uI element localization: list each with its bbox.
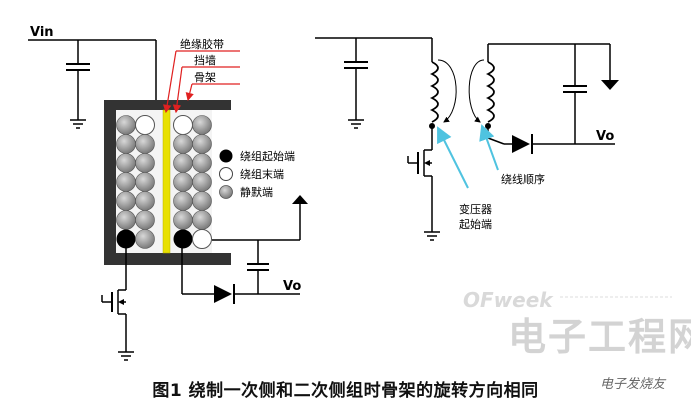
primary-mosfet: [101, 289, 126, 315]
callout-bobbin: 骨架: [194, 71, 216, 84]
winding-order-label: 绕线顺序: [501, 172, 545, 186]
winding-ball: [192, 115, 212, 135]
vo-label-left: Vo: [283, 279, 301, 294]
legend-marker-silent: [219, 185, 233, 199]
vin-label: Vin: [30, 25, 54, 40]
winding-ball: [192, 172, 212, 192]
winding-ball: [116, 115, 136, 135]
callout-retaining-wall: 挡墙: [194, 53, 216, 67]
secondary-winding-balls: [173, 115, 212, 249]
winding-ball: [192, 153, 212, 173]
primary-winding-balls: [116, 115, 155, 249]
winding-ball: [135, 134, 155, 154]
transformer-start-arrow: [437, 126, 469, 189]
cyan-pointers: [437, 124, 499, 189]
winding-ball: [173, 115, 193, 135]
output-diode-right: [512, 134, 533, 154]
ground-arrow-icon: [292, 195, 308, 204]
primary-coil: [429, 59, 457, 150]
input-capacitor-right: [344, 38, 368, 129]
legend: 绕组起始端 绕组末端 静默端: [219, 149, 295, 199]
winding-ball: [135, 153, 155, 173]
output-capacitor: [247, 240, 269, 294]
callout-insulation-tape: 绝缘胶带: [180, 37, 224, 51]
winding-ball: [116, 172, 136, 192]
transformer-start-label-line2: 起始端: [459, 217, 492, 231]
winding-ball: [116, 153, 136, 173]
watermark: OFweek 电子工程网: [463, 288, 691, 359]
right-circuit: Vo 绕线顺序 变压器 起始端: [315, 37, 619, 241]
winding-order-arrow: [479, 124, 499, 171]
winding-ball: [135, 191, 155, 211]
winding-ball: [192, 210, 212, 230]
legend-marker-start: [219, 149, 233, 163]
ground-arrow-icon-right: [601, 80, 619, 90]
winding-ball: [135, 172, 155, 192]
ground-symbol-primary: [118, 351, 134, 361]
watermark-small: 电子发烧友: [600, 377, 667, 392]
left-circuit: Vin: [28, 25, 308, 361]
winding-ball: [192, 134, 212, 154]
winding-ball: [135, 229, 155, 249]
winding-ball: [116, 134, 136, 154]
winding-ball: [116, 229, 136, 249]
winding-ball: [173, 191, 193, 211]
winding-ball: [116, 191, 136, 211]
winding-ball: [135, 210, 155, 230]
primary-mosfet-right: [407, 149, 440, 241]
watermark-small-text: 电子发烧友: [600, 377, 667, 392]
output-capacitor-right: [563, 44, 587, 144]
insulation-tape: [162, 109, 171, 254]
winding-ball: [173, 229, 193, 249]
winding-ball: [192, 191, 212, 211]
winding-ball: [173, 134, 193, 154]
secondary-coil: [468, 43, 575, 145]
input-capacitor: [66, 40, 90, 129]
legend-label-start: 绕组起始端: [240, 149, 295, 163]
watermark-site: 电子工程网: [508, 315, 691, 359]
watermark-brand: OFweek: [463, 288, 554, 312]
transformer-start-label-line1: 变压器: [459, 202, 492, 216]
vo-label-right: Vo: [596, 129, 614, 144]
output-diode: [214, 284, 235, 304]
winding-ball: [192, 229, 212, 249]
winding-ball: [173, 172, 193, 192]
callouts: 绝缘胶带 挡墙 骨架: [163, 37, 240, 114]
winding-ball: [173, 210, 193, 230]
winding-ball: [116, 210, 136, 230]
ground-symbol: [70, 119, 86, 129]
winding-ball: [135, 115, 155, 135]
figure-caption: 图1 绕制一次侧和二次侧组时骨架的旋转方向相同: [152, 381, 539, 401]
legend-marker-end: [219, 167, 233, 181]
winding-ball: [173, 153, 193, 173]
legend-label-silent: 静默端: [240, 185, 273, 199]
legend-label-end: 绕组末端: [240, 167, 284, 181]
